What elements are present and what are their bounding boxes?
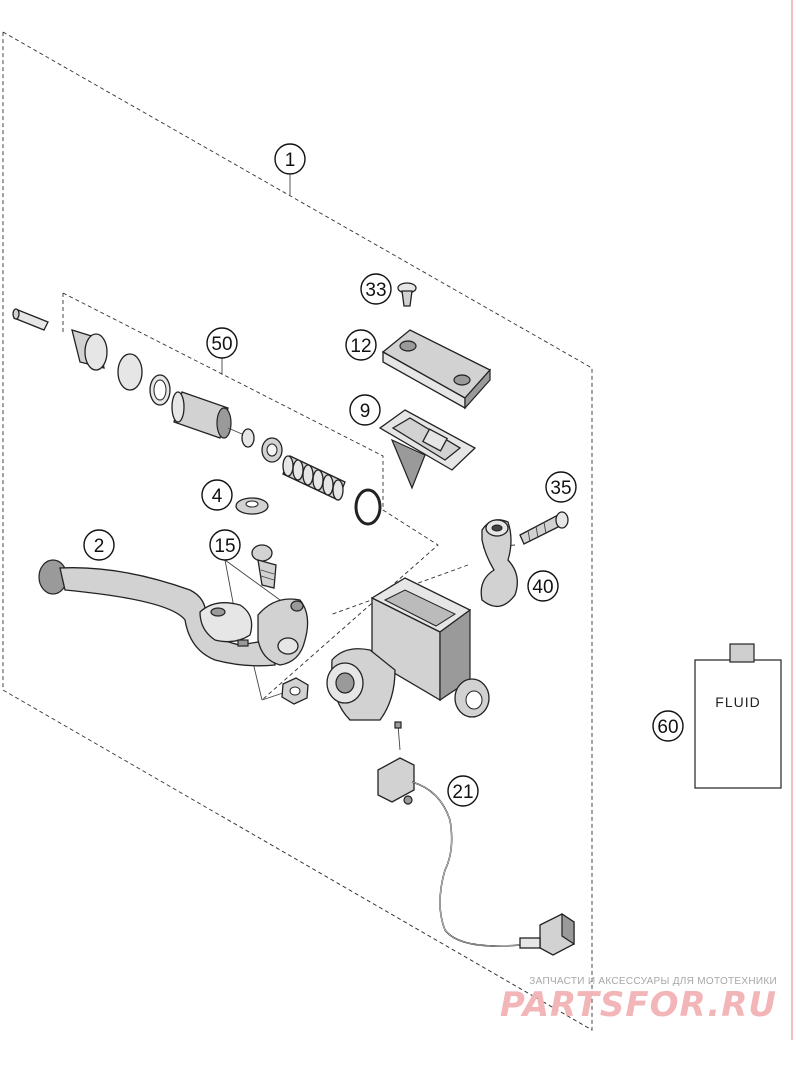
callout-4[interactable]: 4 — [201, 479, 233, 511]
pivot-bolt — [251, 544, 277, 589]
circlip-ring — [117, 353, 143, 391]
callout-50[interactable]: 50 — [206, 327, 238, 359]
reservoir-cap — [381, 329, 492, 410]
master-cylinder-body — [326, 577, 490, 721]
watermark-tagline: ЗАПЧАСТИ И АКСЕССУАРЫ ДЛЯ МОТОТЕХНИКИ — [529, 976, 777, 987]
adjuster-arm — [257, 598, 309, 666]
callout-60-label: 60 — [657, 717, 678, 738]
callout-40[interactable]: 40 — [527, 570, 559, 602]
pushrod-pin — [12, 308, 49, 331]
callout-9-label: 9 — [360, 401, 371, 422]
callout-60[interactable]: 60 — [652, 710, 684, 742]
diaphragm — [378, 409, 477, 490]
o-ring-small — [241, 428, 255, 448]
callout-4-label: 4 — [212, 486, 223, 507]
callout-33-label: 33 — [365, 280, 386, 301]
washer-4 — [235, 497, 269, 515]
callout-2-label: 2 — [94, 536, 105, 557]
callout-33[interactable]: 33 — [360, 273, 392, 305]
callout-40-label: 40 — [532, 577, 553, 598]
callout-21[interactable]: 21 — [447, 775, 479, 807]
callout-12-label: 12 — [350, 336, 371, 357]
callout-35-label: 35 — [550, 478, 571, 499]
handlebar-clamp — [480, 519, 518, 607]
callout-15[interactable]: 15 — [209, 529, 241, 561]
piston — [171, 391, 243, 439]
return-spring — [282, 455, 346, 501]
assembly-outline — [2, 31, 593, 1031]
washer-ring-inner — [153, 379, 167, 401]
lock-nut — [281, 677, 309, 705]
fluid-bottle: FLUID — [694, 643, 782, 789]
brake-lever — [38, 559, 276, 667]
watermark: ЗАПЧАСТИ И АКСЕССУАРЫ ДЛЯ МОТОТЕХНИКИ PA… — [500, 976, 777, 1025]
callout-50-label: 50 — [211, 334, 232, 355]
watermark-logo: PARTSFOR.RU — [500, 985, 777, 1025]
large-circlip — [354, 488, 382, 526]
callout-9[interactable]: 9 — [349, 394, 381, 426]
dust-boot — [71, 329, 108, 371]
screw-33 — [397, 282, 417, 307]
bolt-35 — [519, 511, 569, 545]
callout-2[interactable]: 2 — [83, 529, 115, 561]
callout-12[interactable]: 12 — [345, 329, 377, 361]
callout-15-label: 15 — [214, 536, 235, 557]
callout-1-label: 1 — [285, 150, 296, 171]
fluid-bottle-label: FLUID — [715, 694, 760, 710]
brake-light-switch — [377, 721, 575, 956]
callout-1[interactable]: 1 — [274, 143, 306, 175]
seal-cup-inner — [266, 443, 278, 457]
callout-35[interactable]: 35 — [545, 471, 577, 503]
callout-21-label: 21 — [452, 782, 473, 803]
